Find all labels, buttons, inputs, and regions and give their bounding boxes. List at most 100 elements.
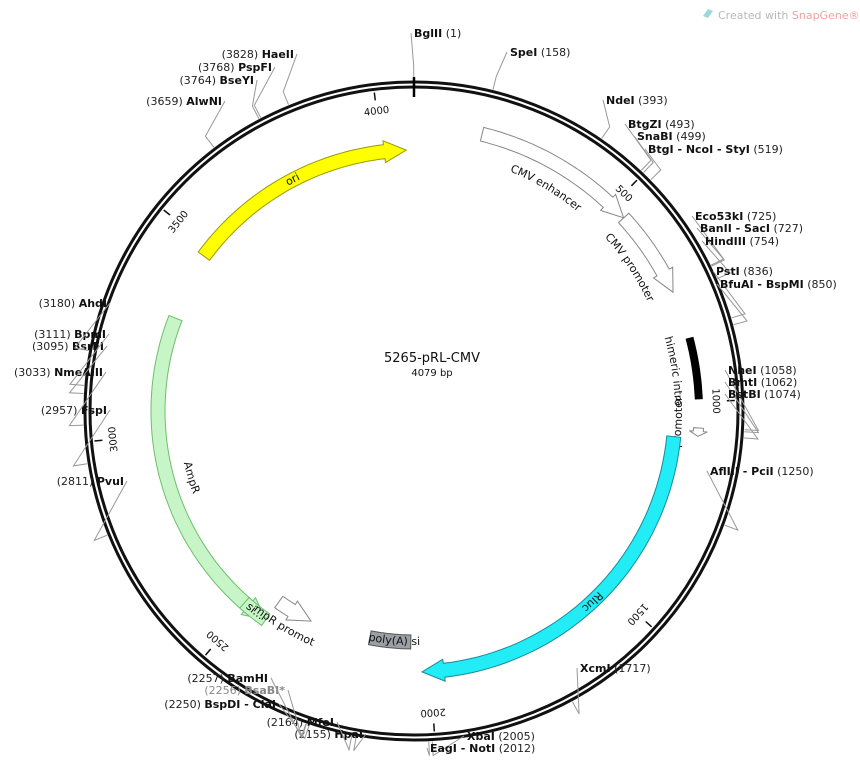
site-label: (3180) AhdI bbox=[39, 297, 107, 310]
site-label: SnaBI (499) bbox=[637, 130, 706, 143]
scale-tick-mark bbox=[94, 439, 103, 442]
site-label: BtgZI (493) bbox=[628, 118, 695, 131]
site-leader-line bbox=[706, 470, 739, 532]
feature-label-ori: ori bbox=[283, 170, 302, 188]
site-label: (3828) HaeII bbox=[222, 48, 294, 61]
brand-prefix: Created with bbox=[718, 9, 792, 22]
scale-tick-mark bbox=[630, 179, 638, 187]
site-leader-line bbox=[270, 677, 307, 739]
feature-sv40-polya bbox=[367, 630, 412, 650]
scale-tick-label: 4000 bbox=[363, 105, 390, 119]
site-leader-line bbox=[712, 270, 746, 319]
site-label: BtgI - NcoI - StyI (519) bbox=[648, 143, 783, 156]
plasmid-length: 4079 bp bbox=[411, 368, 452, 379]
site-label: PstI (836) bbox=[716, 265, 773, 278]
scale-tick-mark bbox=[433, 723, 436, 732]
site-leader-line bbox=[336, 721, 353, 752]
site-label: EagI - NotI (2012) bbox=[430, 742, 535, 755]
restriction-sites: BglII (1) SpeI (158) NdeI (393) BtgZI (493)… bbox=[14, 27, 837, 757]
scale-tick-label: 1500 bbox=[624, 601, 649, 627]
site-leader-line bbox=[624, 123, 652, 171]
site-label: HindIII (754) bbox=[705, 235, 779, 248]
site-leader-line bbox=[204, 100, 226, 148]
site-label: (3764) BseYI bbox=[179, 74, 254, 87]
site-leader-line bbox=[701, 240, 732, 280]
site-leader-line bbox=[696, 227, 725, 267]
site-leader-line bbox=[251, 79, 260, 119]
svg-text:Created with SnapGene®: Created with SnapGene® bbox=[718, 9, 860, 22]
site-leader-line bbox=[724, 381, 760, 434]
site-leader-line bbox=[72, 409, 111, 467]
brand-name: SnapGene bbox=[792, 9, 849, 22]
site-leader-line bbox=[73, 302, 111, 351]
site-label: NheI (1058) bbox=[728, 364, 797, 377]
site-leader-line bbox=[431, 735, 465, 757]
site-leader-line bbox=[724, 393, 759, 440]
site-leader-line bbox=[353, 733, 367, 751]
site-label: (2957) FspI bbox=[41, 404, 107, 417]
feature-ori bbox=[197, 140, 408, 261]
site-leader-line bbox=[633, 135, 654, 173]
site-leader-line bbox=[426, 741, 430, 756]
feature-label-ampr: AmpR bbox=[181, 460, 203, 495]
site-leader-line bbox=[724, 369, 760, 432]
site-label: (3095) BsrFI bbox=[32, 340, 104, 353]
site-leader-line bbox=[68, 371, 107, 427]
scale-tick-label: 2000 bbox=[420, 706, 446, 719]
site-label: XbaI (2005) bbox=[467, 730, 535, 743]
site-label: (2256) BsaBI* bbox=[204, 684, 285, 697]
scale-tick-label: 2500 bbox=[205, 628, 231, 653]
site-leader-line bbox=[287, 689, 307, 739]
site-label: BmtI (1062) bbox=[728, 376, 797, 389]
site-leader-line bbox=[410, 32, 415, 80]
feature-signal-seq bbox=[239, 596, 271, 627]
site-label: NdeI (393) bbox=[606, 94, 668, 107]
site-label: (3659) AlwNI bbox=[146, 95, 222, 108]
scale-tick-label: 3000 bbox=[107, 426, 120, 452]
feature-chimeric-intron bbox=[685, 336, 703, 400]
brand-mark: ® bbox=[849, 9, 860, 22]
site-label: BstBI (1074) bbox=[728, 388, 801, 401]
feature-cmv-enhancer bbox=[479, 126, 625, 219]
site-leader-line bbox=[68, 345, 108, 394]
site-leader-line bbox=[93, 480, 128, 542]
site-label: BglII (1) bbox=[414, 27, 461, 40]
scale-tick-mark bbox=[163, 209, 171, 216]
site-leader-line bbox=[644, 148, 662, 181]
site-leader-line bbox=[282, 53, 298, 105]
plasmid-name: 5265-pRL-CMV bbox=[384, 351, 480, 366]
feature-cmv-promoter bbox=[617, 212, 674, 294]
scale-tick-label: 3500 bbox=[167, 209, 192, 236]
site-label: (2250) BspDI - ClaI bbox=[164, 698, 276, 711]
snapgene-brand: Created with SnapGene® bbox=[703, 9, 860, 22]
feature-ampr-promoter bbox=[273, 595, 312, 622]
site-label: (2164) MfeI bbox=[267, 716, 334, 729]
site-leader-line bbox=[278, 703, 310, 740]
site-label: (3768) PspFI bbox=[198, 61, 272, 74]
site-label: AflIII - PciI (1250) bbox=[710, 465, 814, 478]
site-leader-line bbox=[492, 51, 508, 90]
site-label: BanII - SacI (727) bbox=[700, 222, 803, 235]
site-label: Eco53kI (725) bbox=[695, 210, 776, 223]
snapgene-logo-icon bbox=[703, 9, 713, 18]
feature-t7-promoter bbox=[689, 427, 708, 437]
site-leader-line bbox=[716, 283, 748, 326]
site-label: (2257) BamHI bbox=[187, 672, 268, 685]
site-leader-line bbox=[253, 66, 276, 118]
site-leader-line bbox=[571, 667, 580, 715]
scale-tick-mark bbox=[645, 620, 653, 628]
feature-rluc bbox=[420, 435, 682, 682]
scale-tick-label: 1000 bbox=[709, 388, 721, 414]
site-leader-line bbox=[601, 99, 611, 139]
site-label: (2811) PvuI bbox=[57, 475, 124, 488]
scale-tick-mark bbox=[204, 648, 212, 656]
site-label: SpeI (158) bbox=[510, 46, 570, 59]
feature-ampr bbox=[150, 314, 267, 621]
site-label: XcmI (1717) bbox=[580, 662, 651, 675]
scale-tick-mark bbox=[373, 92, 377, 101]
site-label: (3111) BpmI bbox=[34, 328, 106, 341]
site-leader-line bbox=[69, 333, 110, 386]
site-label: BfuAI - BspMI (850) bbox=[720, 278, 837, 291]
